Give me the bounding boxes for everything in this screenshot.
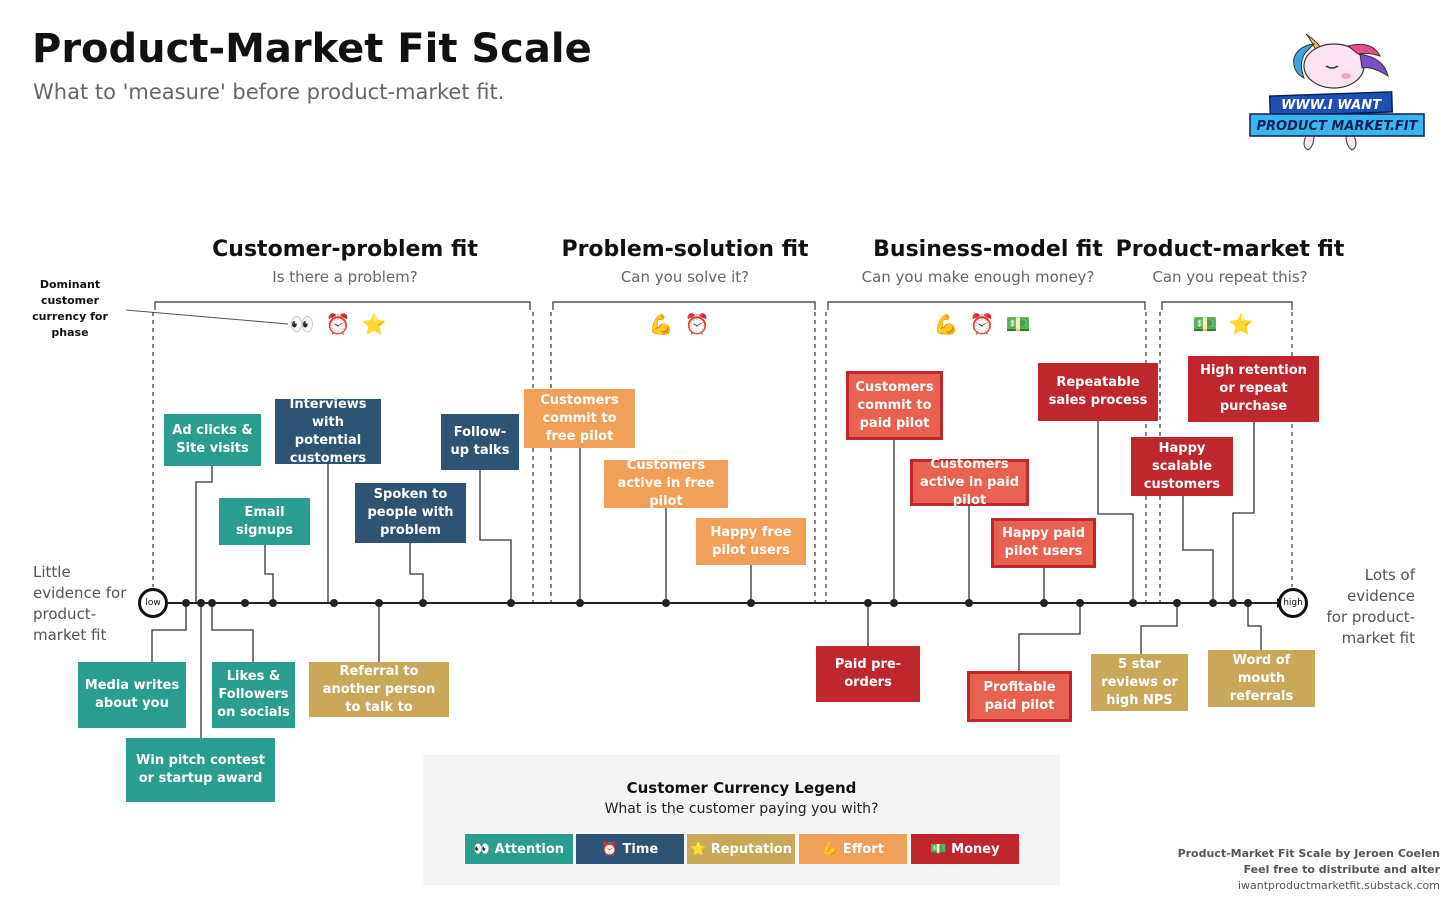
logo-text-line2: PRODUCT MARKET.FIT [1256, 119, 1418, 134]
legend-subtitle: What is the customer paying you with? [604, 801, 879, 817]
page-subtitle: What to 'measure' before product-market … [33, 80, 505, 104]
milestone-five-star-reviews: 5 star reviews or high NPS [1091, 654, 1188, 711]
logo-text-line1: WWW.I WANT [1281, 98, 1382, 113]
page-title: Product-Market Fit Scale [32, 26, 592, 72]
alarm-clock-icon: ⏰ [684, 312, 710, 336]
alarm-clock-icon: ⏰ [325, 312, 351, 336]
flexed-biceps-icon: 💪 [933, 312, 959, 336]
milestone-active-paid-pilot: Customers active in paid pilot [910, 457, 1029, 508]
phase-question-business-model: Can you make enough money? [861, 268, 1095, 286]
milestone-ad-clicks: Ad clicks & Site visits [164, 414, 261, 466]
milestone-repeatable-sales: Repeatable sales process [1038, 363, 1158, 421]
little-evidence-label: Little evidence for product-market fit [33, 563, 127, 644]
milestone-likes-followers: Likes & Followers on socials [212, 662, 295, 728]
milestone-interviews: Interviews with potential customers [275, 397, 381, 466]
alarm-clock-icon: ⏰ [969, 312, 995, 336]
credit-url: iwantproductmarketfit.substack.com [1237, 879, 1440, 892]
phase-question-product-market: Can you repeat this? [1152, 268, 1308, 286]
milestone-commit-paid-pilot: Customers commit to paid pilot [846, 371, 943, 440]
credit-license: Feel free to distribute and alter [1243, 863, 1440, 876]
milestone-active-free-pilot: Customers active in free pilot [604, 458, 728, 509]
phase-question-customer-problem: Is there a problem? [272, 268, 418, 286]
legend-item-money: 💵 Money [911, 834, 1019, 864]
milestone-media-writes: Media writes about you [78, 662, 186, 728]
star-icon: ⭐ [361, 312, 387, 336]
legend-item-attention: 👀 Attention [465, 834, 573, 864]
money-icon: 💵 [1005, 312, 1031, 336]
phase-title-business-model: Business-model fit [873, 237, 1103, 262]
dominant-pointer-line [125, 309, 289, 325]
milestone-win-pitch: Win pitch contest or startup award [126, 738, 275, 802]
legend-title: Customer Currency Legend [626, 779, 857, 797]
phase-question-problem-solution: Can you solve it? [620, 268, 750, 286]
milestone-happy-paid-pilot: Happy paid pilot users [991, 518, 1096, 568]
milestone-dots [182, 599, 1252, 607]
milestone-happy-free-pilot: Happy free pilot users [696, 518, 806, 565]
legend-item-effort: 💪 Effort [799, 834, 907, 864]
milestone-word-of-mouth: Word of mouth referrals [1208, 650, 1315, 707]
milestone-email-signups: Email signups [219, 498, 310, 545]
legend-item-reputation: ⭐ Reputation [687, 834, 795, 864]
phase-bracket-3 [827, 301, 1146, 310]
milestone-commit-free-pilot: Customers commit to free pilot [524, 389, 635, 448]
legend-panel [423, 755, 1060, 885]
phase-bracket-1 [154, 301, 531, 310]
eyes-icon: 👀 [289, 312, 315, 336]
milestone-profitable-paid-pilot: Profitable paid pilot [967, 671, 1072, 722]
dominant-currency-label: Dominant customer currency for phase [32, 278, 108, 339]
star-icon: ⭐ [1228, 312, 1254, 336]
phase-bracket-4 [1161, 301, 1293, 310]
lots-of-evidence-label: Lots of evidence for product-market fit [1326, 566, 1416, 647]
legend-item-time: ⏰ Time [576, 834, 684, 864]
credit-author: Product-Market Fit Scale by Jeroen Coele… [1177, 847, 1440, 860]
money-icon: 💵 [1192, 312, 1218, 336]
milestone-paid-preorders: Paid pre-orders [816, 646, 920, 702]
phase-title-problem-solution: Problem-solution fit [561, 237, 809, 262]
milestone-stems [151, 421, 1262, 738]
milestone-happy-scalable: Happy scalable customers [1131, 437, 1233, 496]
scale-low-marker: low [138, 588, 168, 618]
phase-bracket-2 [552, 301, 816, 310]
flexed-biceps-icon: 💪 [648, 312, 674, 336]
scale-high-marker: high [1278, 588, 1308, 618]
phase-title-product-market: Product-market fit [1115, 237, 1345, 262]
milestone-spoken-to-people: Spoken to people with problem [355, 483, 466, 543]
milestone-referral: Referral to another person to talk to [309, 662, 449, 717]
unicorn-logo: WWW.I WANT PRODUCT MARKET.FIT [1249, 33, 1425, 151]
phase-title-customer-problem: Customer-problem fit [212, 237, 478, 262]
milestone-high-retention: High retention or repeat purchase [1188, 356, 1319, 422]
milestone-follow-up-talks: Follow-up talks [441, 414, 519, 470]
